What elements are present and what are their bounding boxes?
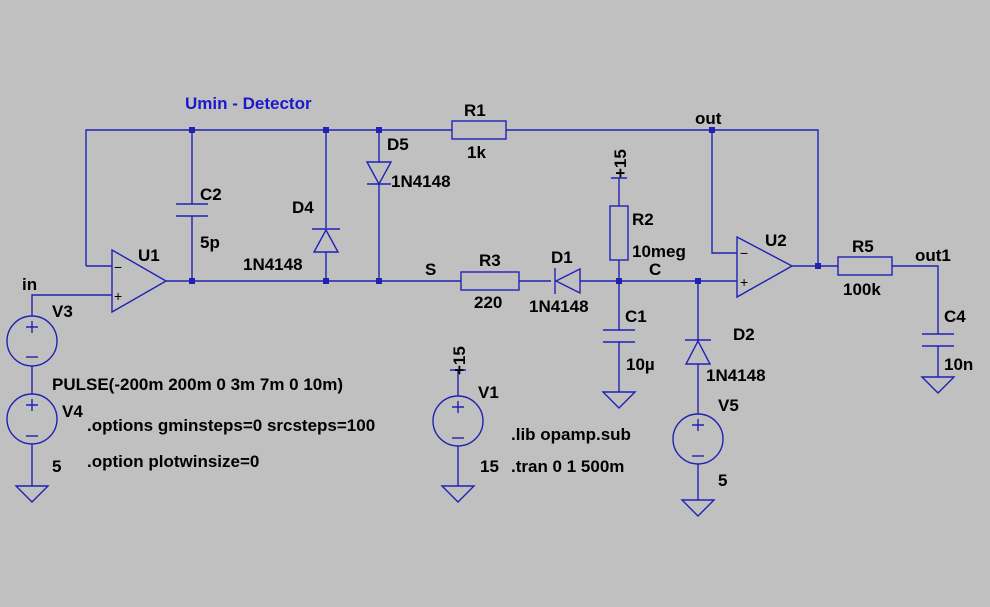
net-label-plus15-r2: +15 bbox=[611, 149, 630, 178]
ref-v4: V4 bbox=[62, 402, 83, 421]
capacitor-c4[interactable] bbox=[922, 333, 954, 347]
value-d2: 1N4148 bbox=[706, 366, 766, 385]
net-label-plus15-v1: +15 bbox=[450, 346, 469, 375]
value-d5: 1N4148 bbox=[391, 172, 451, 191]
supply-flag-r2: +15 bbox=[611, 149, 630, 184]
u2-plus-pin-label: + bbox=[740, 274, 748, 290]
junctions bbox=[189, 127, 821, 284]
diode-d2[interactable] bbox=[684, 339, 712, 365]
ref-v3: V3 bbox=[52, 302, 73, 321]
directive-options-gminsteps[interactable]: .options gminsteps=0 srcsteps=100 bbox=[87, 416, 375, 435]
value-c1: 10µ bbox=[626, 355, 655, 374]
value-v3: PULSE(-200m 200m 0 3m 7m 0 10m) bbox=[52, 375, 343, 394]
value-c2: 5p bbox=[200, 233, 220, 252]
resistor-r5[interactable] bbox=[837, 256, 893, 276]
u1-minus-pin-label: − bbox=[114, 259, 122, 275]
wires bbox=[31, 129, 939, 500]
resistor-r1[interactable] bbox=[451, 120, 507, 140]
ref-d4: D4 bbox=[292, 198, 314, 217]
ref-c4: C4 bbox=[944, 307, 966, 326]
opamp-u2[interactable]: − + bbox=[736, 235, 794, 299]
resistor-r3[interactable] bbox=[460, 271, 520, 291]
net-label-c: C bbox=[649, 260, 661, 279]
ref-d1: D1 bbox=[551, 248, 573, 267]
u2-minus-pin-label: − bbox=[740, 245, 748, 261]
ref-r1: R1 bbox=[464, 101, 486, 120]
capacitor-c2[interactable] bbox=[176, 203, 208, 217]
value-r1: 1k bbox=[467, 143, 486, 162]
diode-d4[interactable] bbox=[312, 228, 340, 253]
value-v4: 5 bbox=[52, 457, 61, 476]
capacitor-c1[interactable] bbox=[603, 329, 635, 343]
value-c4: 10n bbox=[944, 355, 973, 374]
directive-lib[interactable]: .lib opamp.sub bbox=[511, 425, 631, 444]
diode-d1[interactable] bbox=[554, 267, 581, 295]
opamp-u1[interactable]: − + bbox=[86, 248, 168, 314]
net-label-out1: out1 bbox=[915, 246, 951, 265]
directive-tran[interactable]: .tran 0 1 500m bbox=[511, 457, 624, 476]
ref-c2: C2 bbox=[200, 185, 222, 204]
voltage-source-v1[interactable] bbox=[432, 395, 484, 447]
resistor-r2[interactable] bbox=[609, 205, 629, 261]
diode-d5[interactable] bbox=[365, 161, 393, 186]
value-r5: 100k bbox=[843, 280, 881, 299]
ref-u2: U2 bbox=[765, 231, 787, 250]
ref-r3: R3 bbox=[479, 251, 501, 270]
directive-option-plotwinsize[interactable]: .option plotwinsize=0 bbox=[87, 452, 259, 471]
ref-v5: V5 bbox=[718, 396, 739, 415]
net-label-in: in bbox=[22, 275, 37, 294]
ref-d2: D2 bbox=[733, 325, 755, 344]
value-v5: 5 bbox=[718, 471, 727, 490]
supply-flag-v1: +15 bbox=[450, 346, 469, 376]
value-v1: 15 bbox=[480, 457, 499, 476]
value-r3: 220 bbox=[474, 293, 502, 312]
net-label-s: S bbox=[425, 260, 436, 279]
voltage-source-v3[interactable] bbox=[6, 315, 58, 367]
ref-d5: D5 bbox=[387, 135, 409, 154]
value-d1: 1N4148 bbox=[529, 297, 589, 316]
ref-r5: R5 bbox=[852, 237, 874, 256]
value-d4: 1N4148 bbox=[243, 255, 303, 274]
voltage-source-v5[interactable] bbox=[672, 413, 724, 465]
ref-r2: R2 bbox=[632, 210, 654, 229]
ref-v1: V1 bbox=[478, 383, 499, 402]
ground-symbols bbox=[14, 376, 956, 517]
voltage-source-v4[interactable] bbox=[6, 393, 58, 445]
net-label-out: out bbox=[695, 109, 722, 128]
ref-c1: C1 bbox=[625, 307, 647, 326]
ref-u1: U1 bbox=[138, 246, 160, 265]
schematic-title: Umin - Detector bbox=[185, 94, 312, 113]
u1-plus-pin-label: + bbox=[114, 288, 122, 304]
value-r2: 10meg bbox=[632, 242, 686, 261]
